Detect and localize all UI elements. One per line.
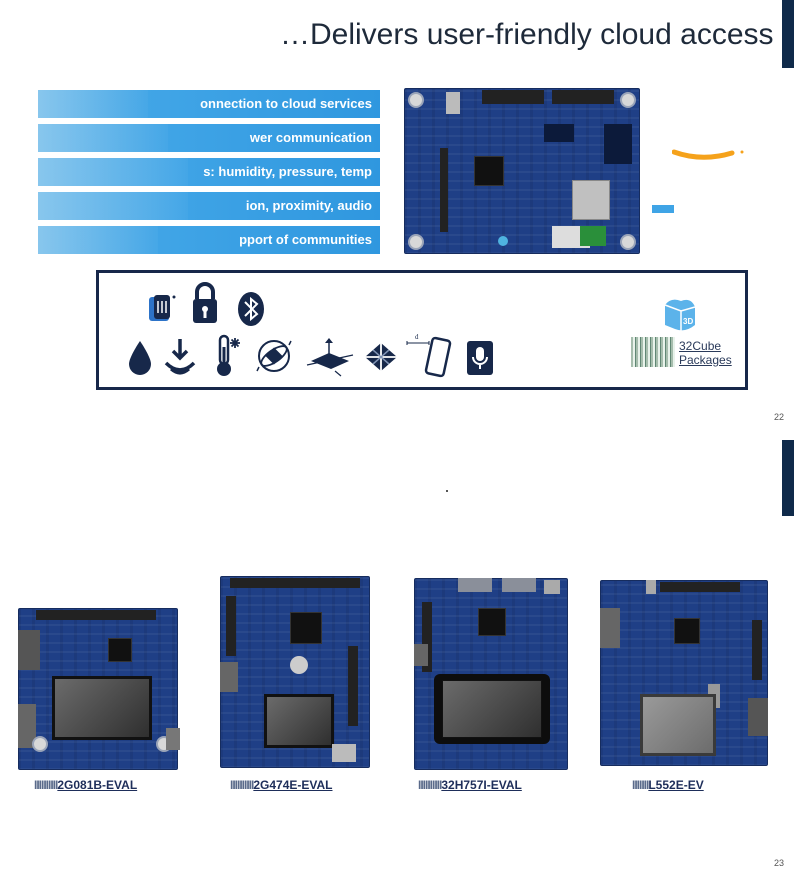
- bluetooth-icon: [237, 291, 265, 332]
- feature-label: s: humidity, pressure, temp: [203, 164, 372, 179]
- proximity-phone-icon: d: [405, 329, 457, 384]
- board-label: IIIIIIIL552E-EV: [632, 778, 704, 792]
- page-number: 22: [774, 412, 785, 422]
- feature-label: wer communication: [249, 130, 372, 145]
- iot-board-image: [404, 88, 640, 254]
- board-label: IIIIIIIIII32H757I-EVAL: [418, 778, 522, 792]
- eval-board-image: [600, 580, 768, 766]
- water-drop-icon: [127, 339, 153, 382]
- eval-board-image: [18, 608, 180, 770]
- dot-artifact: [446, 490, 448, 492]
- feature-bar: onnection to cloud services: [38, 90, 380, 118]
- svg-text:3D: 3D: [683, 317, 693, 326]
- board-label-prefix: IIIIIIIIII: [34, 778, 58, 792]
- board-label-prefix: IIIIIIIIII: [230, 778, 254, 792]
- feature-label: onnection to cloud services: [200, 96, 372, 111]
- feature-bar: wer communication: [38, 124, 380, 152]
- microphone-icon: [465, 339, 495, 382]
- swoosh-decoration: [671, 148, 744, 162]
- feature-label: ion, proximity, audio: [245, 198, 372, 213]
- board-label-prefix: IIIIIII: [632, 778, 649, 792]
- page-title: …Delivers user-friendly cloud access: [280, 18, 774, 51]
- pressure-icon: [163, 337, 197, 382]
- feature-bar: ion, proximity, audio: [38, 192, 380, 220]
- board-label-text: 2G474E-EVAL: [253, 778, 333, 792]
- cube-packages-graphic: [631, 337, 675, 367]
- feature-bar: s: humidity, pressure, temp: [38, 158, 380, 186]
- sensor-icons-panel: d 3D 32Cube Packages: [96, 270, 748, 390]
- cube-label: 32Cube Packages: [679, 339, 732, 367]
- eval-board-image: [414, 578, 568, 770]
- board-label-prefix: IIIIIIIIII: [418, 778, 442, 792]
- board-label: IIIIIIIIII2G081B-EVAL: [34, 778, 137, 792]
- gyroscope-icon: [255, 337, 293, 380]
- accelerometer-icon: [305, 335, 355, 382]
- small-blue-mark: [652, 205, 674, 213]
- board-label: IIIIIIIIII2G474E-EVAL: [230, 778, 333, 792]
- board-label-text: L552E-EV: [648, 778, 704, 792]
- board-label-text: 2G081B-EVAL: [57, 778, 138, 792]
- feature-list: onnection to cloud services wer communic…: [38, 90, 380, 260]
- lock-icon: [191, 281, 219, 330]
- slide-edge-top: [782, 0, 794, 68]
- svg-text:d: d: [415, 333, 419, 341]
- nfc-icon: [145, 291, 177, 330]
- cube-label-line1: 32Cube: [679, 339, 722, 353]
- cube-icon: 3D: [661, 295, 699, 340]
- board-label-text: 32H757I-EVAL: [441, 778, 522, 792]
- page-number: 23: [774, 858, 785, 868]
- thermometer-icon: [213, 333, 243, 384]
- eval-board-image: [220, 576, 370, 768]
- feature-bar: pport of communities: [38, 226, 380, 254]
- feature-label: pport of communities: [239, 232, 372, 247]
- magnetometer-icon: [361, 337, 401, 382]
- cube-label-line2: Packages: [679, 353, 732, 367]
- slide-edge-bottom: [782, 440, 794, 516]
